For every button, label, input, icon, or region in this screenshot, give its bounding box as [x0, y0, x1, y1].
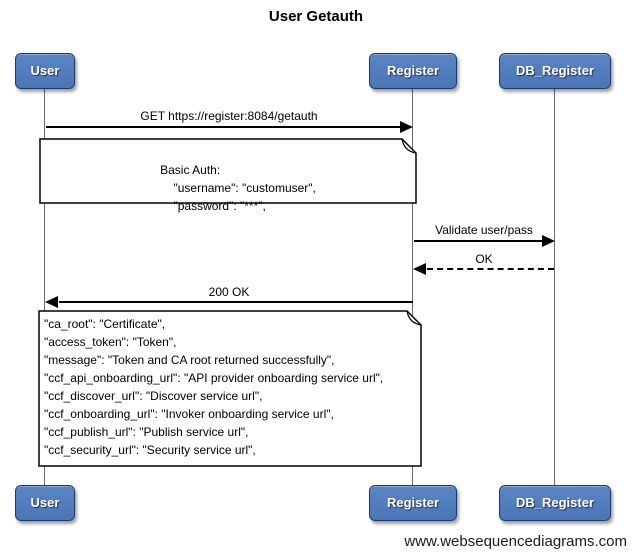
actor-bottom-user: User — [15, 485, 75, 521]
message-label-validate: Validate user/pass — [435, 223, 533, 237]
message-line-dashed — [427, 268, 554, 270]
diagram-title: User Getauth — [268, 8, 364, 25]
lifeline-register — [412, 89, 413, 485]
note-text-lines: Basic Auth: "username": "customuser", "p… — [160, 163, 316, 213]
note-token-response: "ca_root": "Certificate", "access_token"… — [38, 310, 422, 467]
actor-bottom-register: Register — [369, 485, 457, 521]
actor-label: Register — [386, 495, 440, 510]
actor-label: User — [30, 495, 60, 510]
message-line — [414, 240, 542, 242]
note-text-lines: "ca_root": "Certificate", "access_token"… — [44, 317, 384, 457]
message-label-get-getauth: GET https://register:8084/getauth — [140, 109, 318, 123]
actor-top-db-register: DB_Register — [499, 53, 611, 89]
note-shape — [39, 138, 417, 204]
arrowhead-right-icon — [400, 121, 413, 133]
message-line — [59, 301, 413, 303]
actor-top-user: User — [15, 53, 75, 89]
message-line — [46, 126, 401, 128]
actor-bottom-db-register: DB_Register — [499, 485, 611, 521]
actor-top-register: Register — [369, 53, 457, 89]
message-label-ok: OK — [475, 252, 493, 266]
note-shape — [38, 310, 422, 467]
actor-label: DB_Register — [515, 63, 595, 78]
note-fold-corner — [401, 138, 417, 154]
arrowhead-left-icon — [413, 263, 426, 275]
actor-label: User — [30, 63, 60, 78]
watermark: www.websequencediagrams.com — [404, 533, 627, 550]
arrowhead-right-icon — [542, 235, 555, 247]
note-fold-corner — [406, 310, 422, 326]
arrowhead-left-icon — [45, 296, 58, 308]
lifeline-db-register — [554, 89, 555, 485]
note-basic-auth: Basic Auth: "username": "customuser", "p… — [39, 138, 417, 213]
actor-label: DB_Register — [515, 495, 595, 510]
message-label-200-ok: 200 OK — [208, 285, 250, 299]
note-text: Basic Auth: "username": "customuser", "p… — [39, 138, 417, 213]
lifeline-user — [44, 89, 45, 485]
actor-label: Register — [386, 63, 440, 78]
